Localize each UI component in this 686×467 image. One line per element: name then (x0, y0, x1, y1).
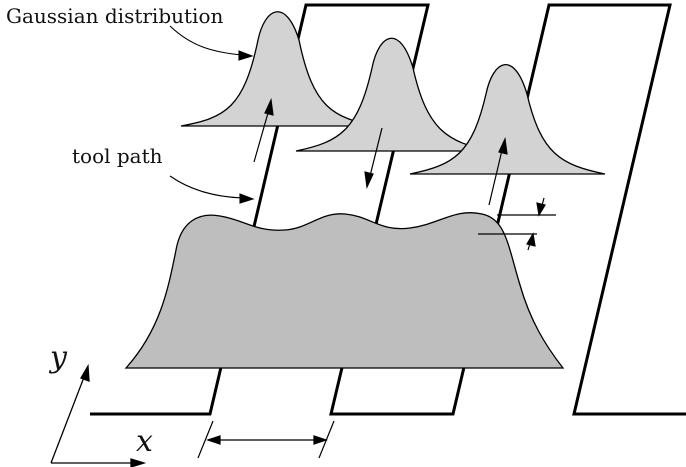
y-axis-line (50, 371, 87, 464)
y-axis-arrowhead (80, 363, 90, 382)
arrow-down-2 (368, 127, 383, 181)
direction-arrows (253, 97, 508, 206)
arrowhead-up-1 (264, 97, 274, 116)
gaussian-distribution-2 (295, 37, 492, 152)
x-axis-label: x (136, 424, 153, 459)
gaussian-distribution-1 (180, 11, 378, 127)
leader-arrowhead-gaussian (238, 50, 254, 61)
deposited-profile (124, 212, 565, 369)
stepover-arrowhead-right (313, 435, 328, 445)
arrowhead-up-3 (498, 136, 508, 155)
coordinate-axes (50, 363, 147, 467)
arrow-up-1 (253, 105, 271, 163)
y-axis-label: y (50, 340, 67, 375)
stepover-arrowhead-left (206, 435, 221, 445)
gaussian-distribution-label: Gaussian distribution (6, 4, 224, 28)
stepover-dimension (197, 420, 335, 459)
tool-path (90, 3, 686, 416)
leader-arrowhead-tool (239, 193, 255, 204)
height-dimension (478, 197, 556, 251)
tool-path-label: tool path (72, 144, 163, 168)
arrow-up-3 (488, 145, 504, 206)
leader-lines (169, 25, 255, 204)
gaussian-distribution-3 (409, 64, 606, 175)
x-axis-arrowhead (130, 458, 147, 467)
arrowhead-down-2 (364, 171, 374, 190)
